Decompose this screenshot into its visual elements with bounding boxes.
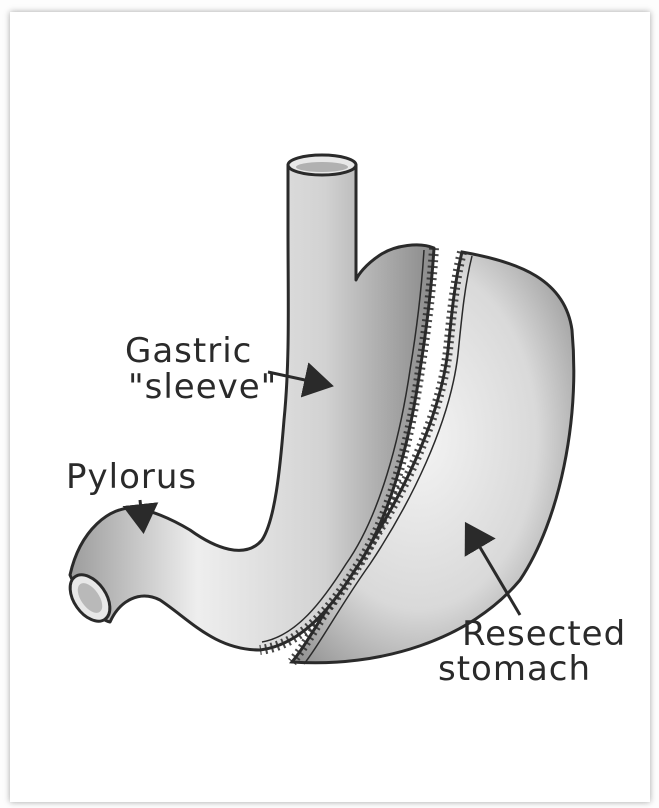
label-stomach: stomach (438, 649, 591, 689)
label-gastric: Gastric (125, 331, 252, 371)
label-resected: Resected (462, 614, 626, 654)
label-pylorus: Pylorus (66, 457, 197, 497)
label-sleeve: "sleeve" (128, 367, 277, 407)
